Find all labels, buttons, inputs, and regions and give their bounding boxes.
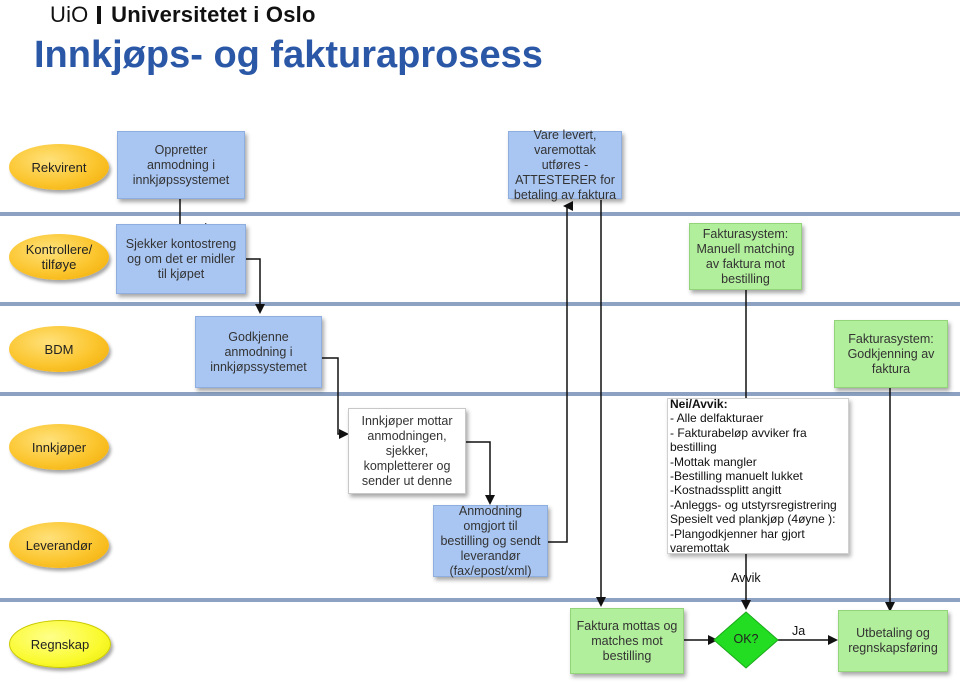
- edge-label-avvik: Avvik: [731, 571, 761, 585]
- decision-diamond: [713, 611, 779, 669]
- lane-label-bdm: BDM: [9, 326, 109, 372]
- note-line: -Bestilling manuelt lukket: [670, 468, 803, 483]
- step-godkjenning-faktura: Fakturasystem: Godkjenning av faktura: [834, 320, 948, 388]
- edge-sjekker-godkjenne: [246, 258, 265, 314]
- note-line: -Mottak mangler: [670, 454, 757, 469]
- step-manuell-matching: Fakturasystem: Manuell matching av faktu…: [689, 223, 802, 290]
- note-line: bestilling: [670, 440, 717, 455]
- note-line: Spesielt ved plankjøp (4øyne ):: [670, 512, 836, 527]
- step-anmodning-omgjort: Anmodning omgjort til bestilling og send…: [433, 504, 548, 578]
- note-line: -Plangodkjenner har gjort: [670, 526, 805, 541]
- edge-label-ja: Ja: [792, 624, 806, 638]
- logo-divider: [96, 6, 101, 24]
- lane-divider: [0, 302, 960, 306]
- step-innkjoper-mottar: Innkjøper mottar anmodningen, sjekker, k…: [348, 408, 466, 494]
- lane-label-regnskap: Regnskap: [9, 620, 111, 668]
- step-godkjenne-anmodning: Godkjenne anmodning i innkjøpssystemet: [195, 316, 322, 388]
- edge-anmodning-vare: [548, 201, 573, 543]
- lane-label-leverandor: Leverandør: [9, 522, 109, 568]
- note-line: - Alle delfakturaer: [670, 411, 764, 426]
- lane-label-innkjoper: Innkjøper: [9, 424, 109, 470]
- decision-ok-label: OK?: [733, 632, 759, 646]
- edge-innkjoper-anmodning: [466, 441, 495, 505]
- step-opprett-anmodning: Oppretter anmodning i innkjøpssystemet: [117, 131, 245, 199]
- page-title: Innkjøps- og fakturaprosess: [34, 34, 543, 76]
- note-line: varemottak: [670, 540, 730, 555]
- step-utbetaling: Utbetaling og regnskapsføring: [838, 610, 948, 672]
- lane-divider: [0, 392, 960, 396]
- note-line: - Fakturabeløp avviker fra: [670, 425, 807, 440]
- step-vare-levert: Vare levert, varemottak utføres - ATTEST…: [508, 128, 622, 202]
- deviation-note: [667, 398, 849, 554]
- logo-uio: UiO: [50, 2, 89, 27]
- note-line: -Anleggs- og utstyrsregistrering: [670, 497, 837, 512]
- note-line: -Kostnadssplitt angitt: [670, 483, 782, 498]
- edge-godkjenne-innkjoper: [322, 357, 349, 439]
- uio-logo: UiO Universitetet i Oslo: [50, 2, 316, 28]
- lane-label-rekvirent: Rekvirent: [9, 144, 109, 190]
- deviation-note-text: Nei/Avvik: - Alle delfakturaer - Faktura…: [670, 397, 860, 555]
- step-sjekker-kontostreng: Sjekker kontostreng og om det er midler …: [116, 224, 246, 294]
- lane-label-kontrollere: Kontrollere/ tilføye: [9, 234, 109, 280]
- lane-divider: [0, 598, 960, 602]
- note-heading: Nei/Avvik:: [670, 397, 728, 411]
- logo-name: Universitetet i Oslo: [111, 2, 316, 27]
- step-faktura-mottas: Faktura mottas og matches mot bestilling: [570, 608, 684, 674]
- lane-divider: [0, 212, 960, 216]
